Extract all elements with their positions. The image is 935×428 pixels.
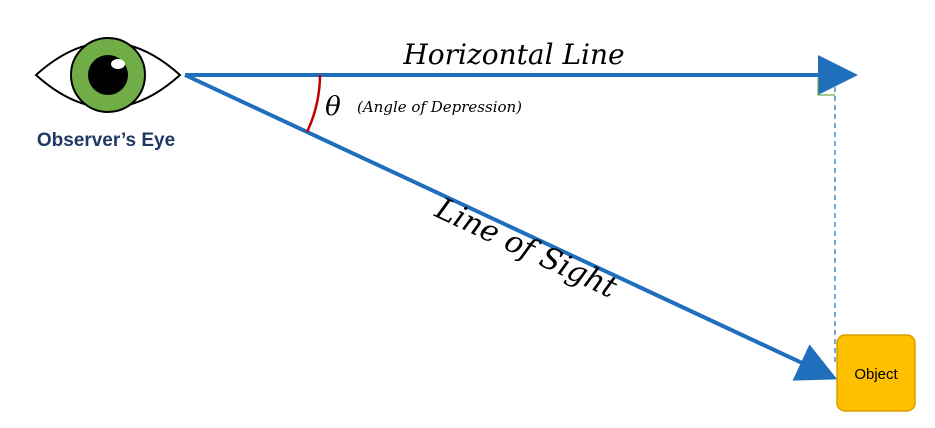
line-of-sight-label: Line of Sight [429, 191, 623, 306]
object-label: Object [854, 366, 898, 383]
line-of-sight [184, 73, 838, 381]
angle-of-depression-caption: (Angle of Depression) [357, 98, 522, 116]
theta-symbol: θ [325, 92, 341, 122]
angle-arc [305, 74, 322, 133]
horizontal-line-label: Horizontal Line [402, 38, 624, 71]
object-box: Object [836, 334, 916, 412]
eye-icon [34, 37, 182, 113]
observer-label: Observer’s Eye [37, 130, 175, 151]
right-angle-marker [817, 78, 835, 96]
